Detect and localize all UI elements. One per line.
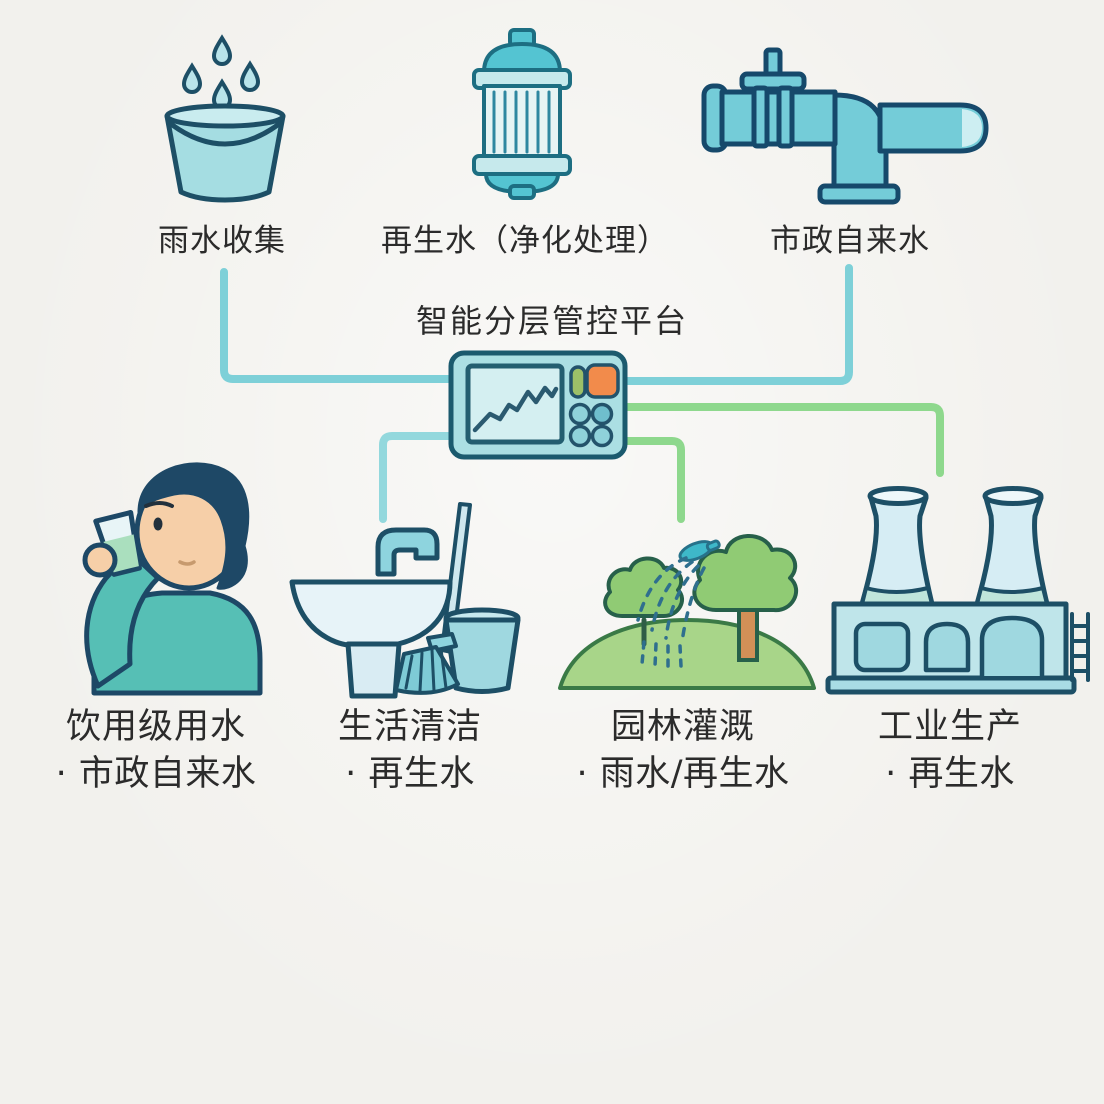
line-municipal-to-platform	[620, 264, 853, 385]
source-label-reclaimed: 再生水（净化处理）	[381, 223, 669, 259]
factory-ladder	[1070, 612, 1090, 682]
panel-button-orange	[585, 363, 620, 399]
use-title: 工业生产	[877, 707, 1022, 747]
use-source: · 雨水/再生水	[576, 754, 790, 794]
factory-icon	[825, 486, 1090, 695]
use-label-drinking: 饮用级用水 · 市政自来水	[16, 704, 296, 798]
use-source: · 市政自来水	[55, 754, 257, 794]
control-panel-icon	[448, 350, 628, 460]
garden-sprinkler-icon	[558, 534, 816, 690]
use-title: 生活清洁	[337, 707, 482, 747]
line-platform-to-cleaning	[379, 432, 459, 523]
use-source: · 再生水	[885, 754, 1015, 794]
source-label-municipal: 市政自来水	[770, 223, 930, 259]
use-source: · 再生水	[345, 754, 475, 794]
pipe-valve-icon	[701, 47, 989, 205]
line-platform-to-irrigation	[620, 437, 685, 523]
use-label-industrial: 工业生产 · 再生水	[810, 704, 1090, 798]
bucket-rain-icon	[164, 34, 286, 203]
line-rainwater-to-platform	[220, 268, 459, 383]
use-title: 园林灌溉	[610, 707, 755, 747]
use-label-cleaning: 生活清洁 · 再生水	[270, 704, 550, 798]
trend-chart-line	[472, 385, 559, 433]
person-drinking-icon	[82, 462, 263, 696]
platform-title: 智能分层管控平台	[415, 302, 688, 340]
panel-button-olive	[569, 365, 587, 399]
source-label-rainwater: 雨水收集	[158, 223, 286, 259]
sink-mop-icon	[289, 502, 521, 699]
use-title: 饮用级用水	[65, 707, 246, 747]
water-filter-icon	[472, 28, 572, 200]
line-platform-to-industrial	[620, 403, 944, 477]
use-label-irrigation: 园林灌溉 · 雨水/再生水	[543, 704, 823, 798]
